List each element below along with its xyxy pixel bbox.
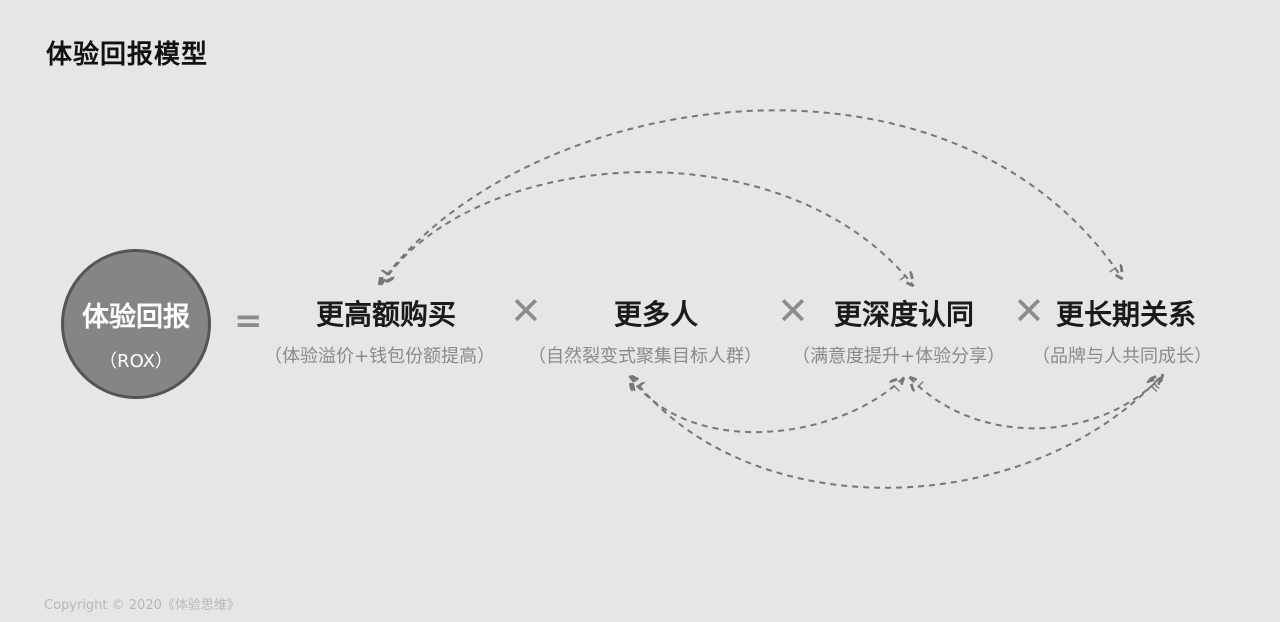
rox-circle: 体验回报 （ROX）	[61, 249, 211, 399]
arrow-people-to-identity	[630, 377, 903, 434]
factor-desc-purchase: （体验溢价+钱包份额提高）	[264, 346, 496, 367]
equals-sign: =	[234, 301, 263, 341]
factor-desc-people: （自然裂变式聚集目标人群）	[528, 346, 762, 367]
factor-title-purchase: 更高额购买	[316, 298, 457, 331]
arrow-purchase-to-relationship	[380, 109, 1122, 284]
arrow-purchase-to-identity	[382, 171, 913, 285]
factor-title-identity: 更深度认同	[834, 298, 975, 331]
factor-title-relationship: 更长期关系	[1056, 298, 1197, 331]
copyright-text: Copyright © 2020《体验思维》	[44, 598, 240, 613]
arrow-people-to-relationship	[632, 375, 1162, 489]
rox-abbr: （ROX）	[99, 351, 173, 372]
times-sign-1: ✕	[510, 289, 542, 333]
factor-desc-identity: （满意度提升+体验分享）	[792, 346, 1006, 367]
times-sign-3: ✕	[1013, 289, 1045, 333]
rox-label: 体验回报	[82, 302, 190, 333]
factor-desc-relationship: （品牌与人共同成长）	[1032, 346, 1212, 367]
times-sign-2: ✕	[777, 289, 809, 333]
factor-title-people: 更多人	[614, 298, 699, 331]
arrow-identity-to-relationship	[910, 378, 1160, 430]
page-title: 体验回报模型	[46, 40, 209, 70]
